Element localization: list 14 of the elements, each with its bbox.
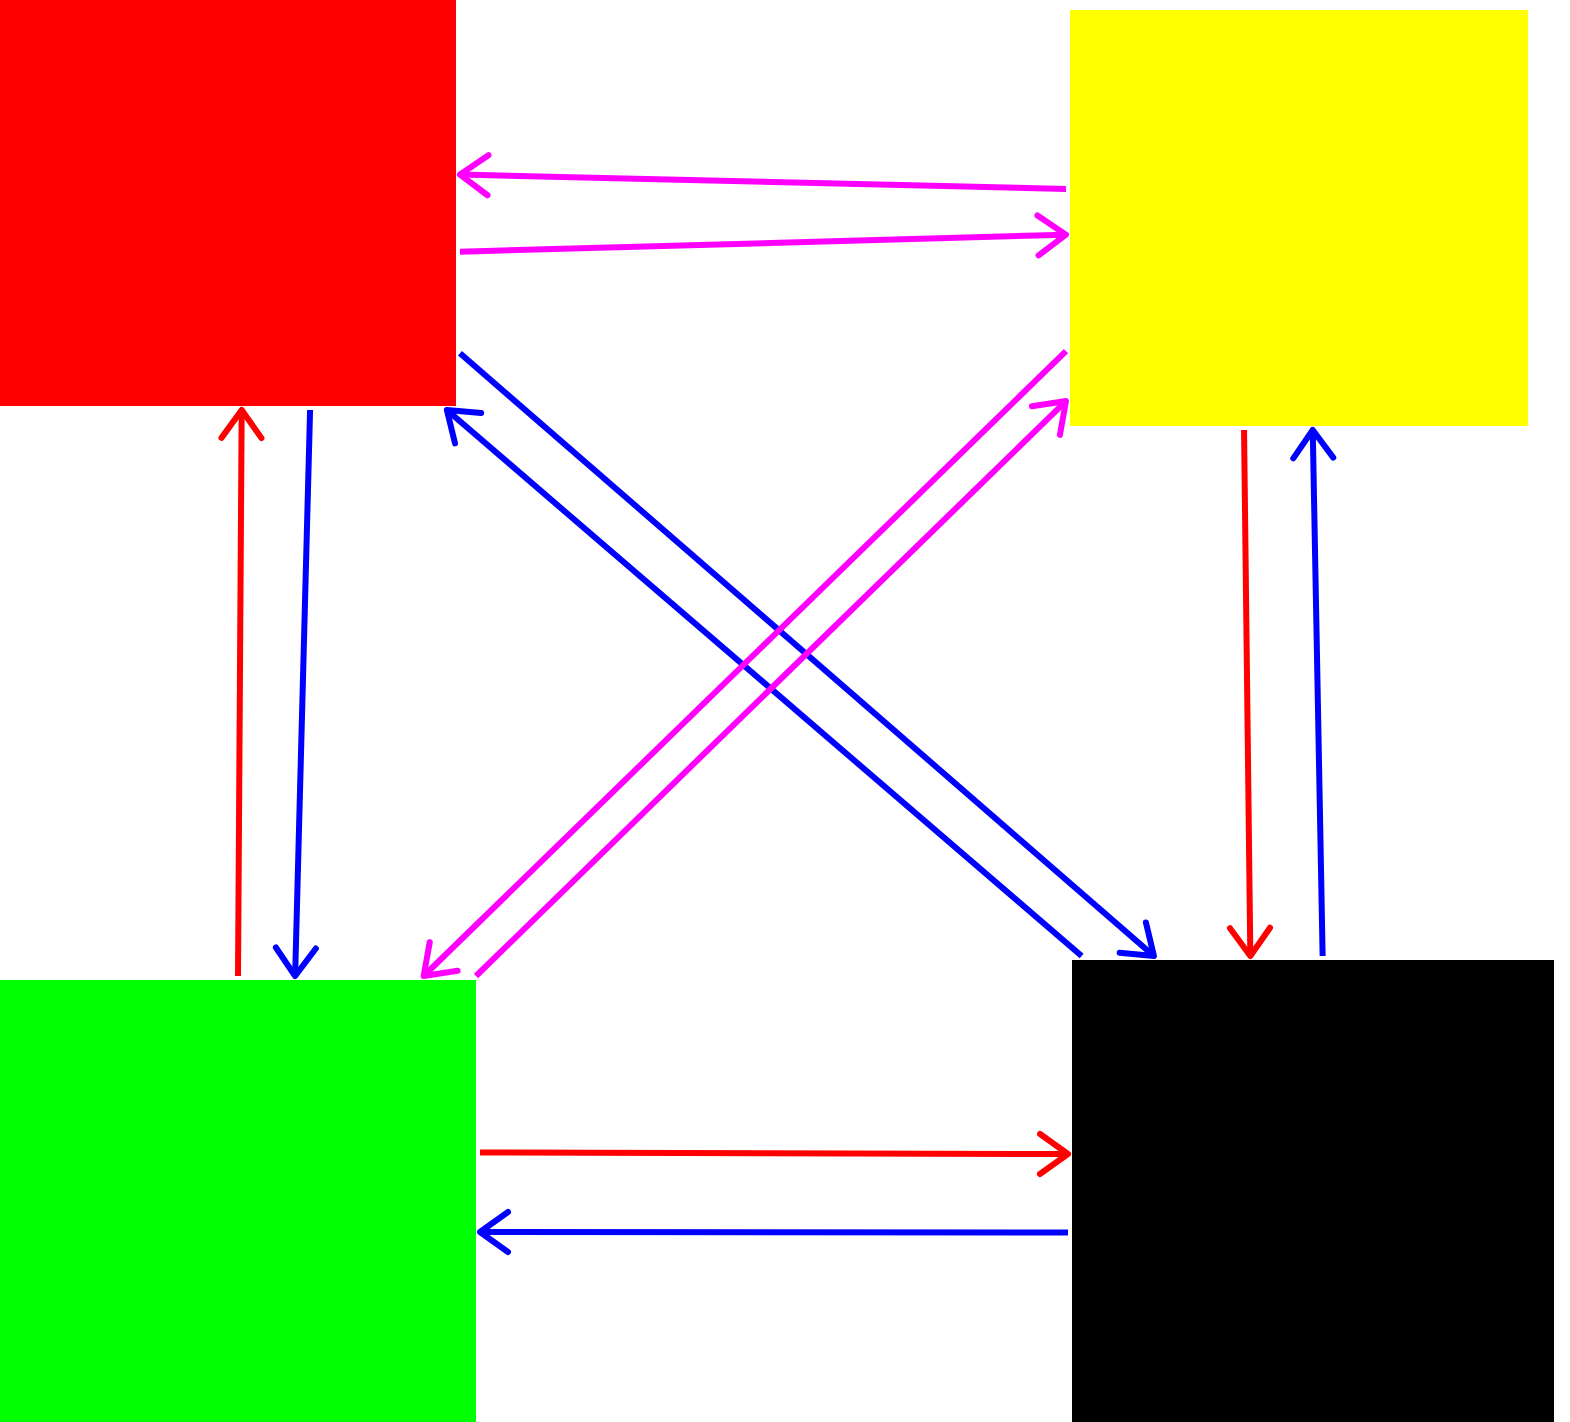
arrow [459, 212, 1069, 259]
arrow [420, 348, 1069, 979]
arrow [457, 152, 1067, 199]
square-block [0, 0, 456, 406]
square-block [1072, 960, 1554, 1422]
arrow [458, 350, 1157, 959]
square-block [0, 980, 476, 1422]
arrow [480, 1130, 1071, 1177]
arrow [1290, 427, 1337, 957]
arrow [218, 407, 265, 977]
arrow [477, 1208, 1068, 1255]
square-block [1070, 10, 1528, 426]
arrow [1227, 429, 1273, 959]
arrow [272, 409, 319, 979]
